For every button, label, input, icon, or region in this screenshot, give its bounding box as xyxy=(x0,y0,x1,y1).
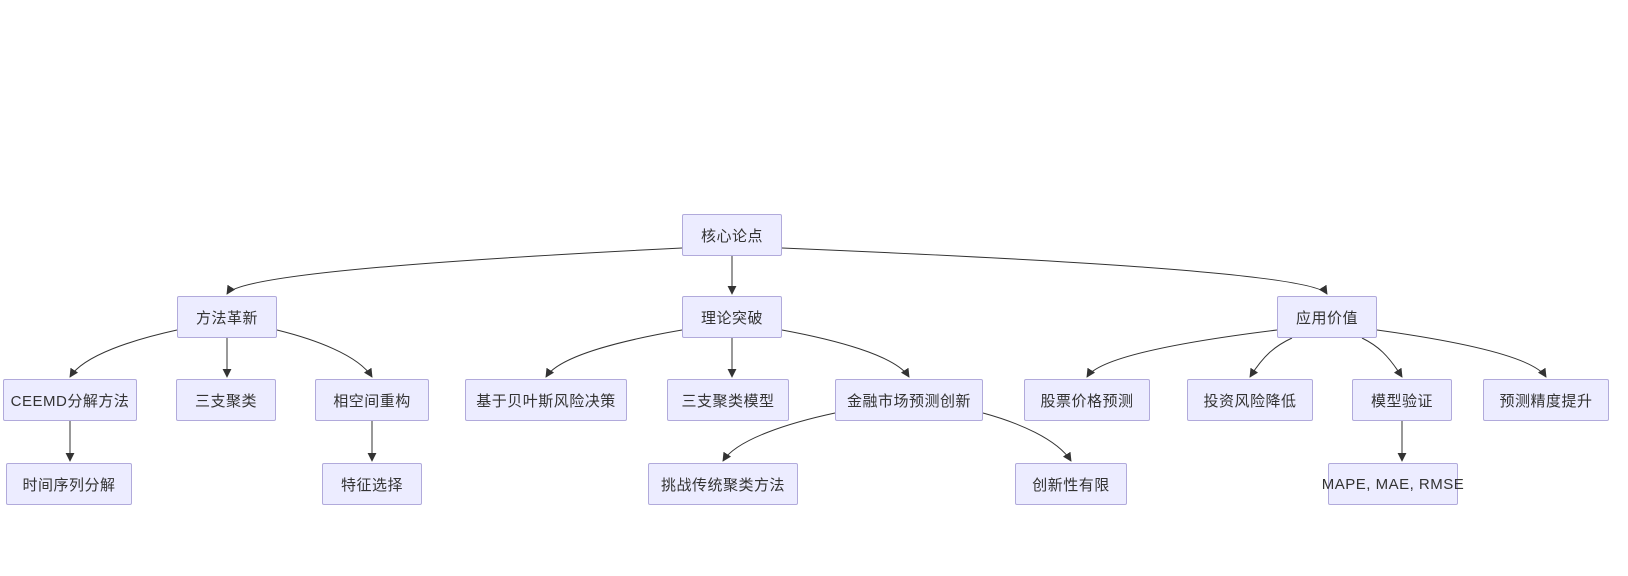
node-theory-breakthrough: 理论突破 xyxy=(682,296,782,338)
node-limited-novelty: 创新性有限 xyxy=(1015,463,1127,505)
edge-core-thesis--method-innovation xyxy=(226,247,683,295)
node-phase-space-reconstruction: 相空间重构 xyxy=(315,379,429,421)
node-core-thesis: 核心论点 xyxy=(682,214,782,256)
edge-core-thesis--application-value xyxy=(781,247,1328,295)
edge-financial-market-forecast-innovation--challenge-traditional-clustering xyxy=(722,412,836,462)
node-bayesian-risk-decision: 基于贝叶斯风险决策 xyxy=(465,379,627,421)
node-application-value: 应用价值 xyxy=(1277,296,1377,338)
edge-theory-breakthrough--financial-market-forecast-innovation xyxy=(781,329,910,378)
node-ceemd-decomposition: CEEMD分解方法 xyxy=(3,379,137,421)
node-time-series-decomposition: 时间序列分解 xyxy=(6,463,132,505)
node-model-validation: 模型验证 xyxy=(1352,379,1452,421)
node-financial-market-forecast-innovation: 金融市场预测创新 xyxy=(835,379,983,421)
edge-application-value--stock-price-prediction xyxy=(1086,329,1278,378)
edge-application-value--forecast-accuracy-improvement xyxy=(1376,329,1547,378)
node-error-metrics: MAPE, MAE, RMSE xyxy=(1322,463,1464,505)
node-challenge-traditional-clustering: 挑战传统聚类方法 xyxy=(648,463,798,505)
node-method-innovation: 方法革新 xyxy=(177,296,277,338)
node-forecast-accuracy-improvement: 预测精度提升 xyxy=(1483,379,1609,421)
node-feature-selection: 特征选择 xyxy=(322,463,422,505)
edge-financial-market-forecast-innovation--limited-novelty xyxy=(982,412,1072,462)
edge-method-innovation--phase-space-reconstruction xyxy=(276,329,373,378)
edge-theory-breakthrough--bayesian-risk-decision xyxy=(545,329,683,378)
node-stock-price-prediction: 股票价格预测 xyxy=(1024,379,1150,421)
node-three-way-clustering: 三支聚类 xyxy=(176,379,276,421)
edge-application-value--model-validation xyxy=(1361,337,1403,378)
node-three-way-clustering-model: 三支聚类模型 xyxy=(667,379,789,421)
node-investment-risk-reduction: 投资风险降低 xyxy=(1187,379,1313,421)
edge-application-value--investment-risk-reduction xyxy=(1249,337,1293,378)
edge-method-innovation--ceemd-decomposition xyxy=(69,329,178,378)
